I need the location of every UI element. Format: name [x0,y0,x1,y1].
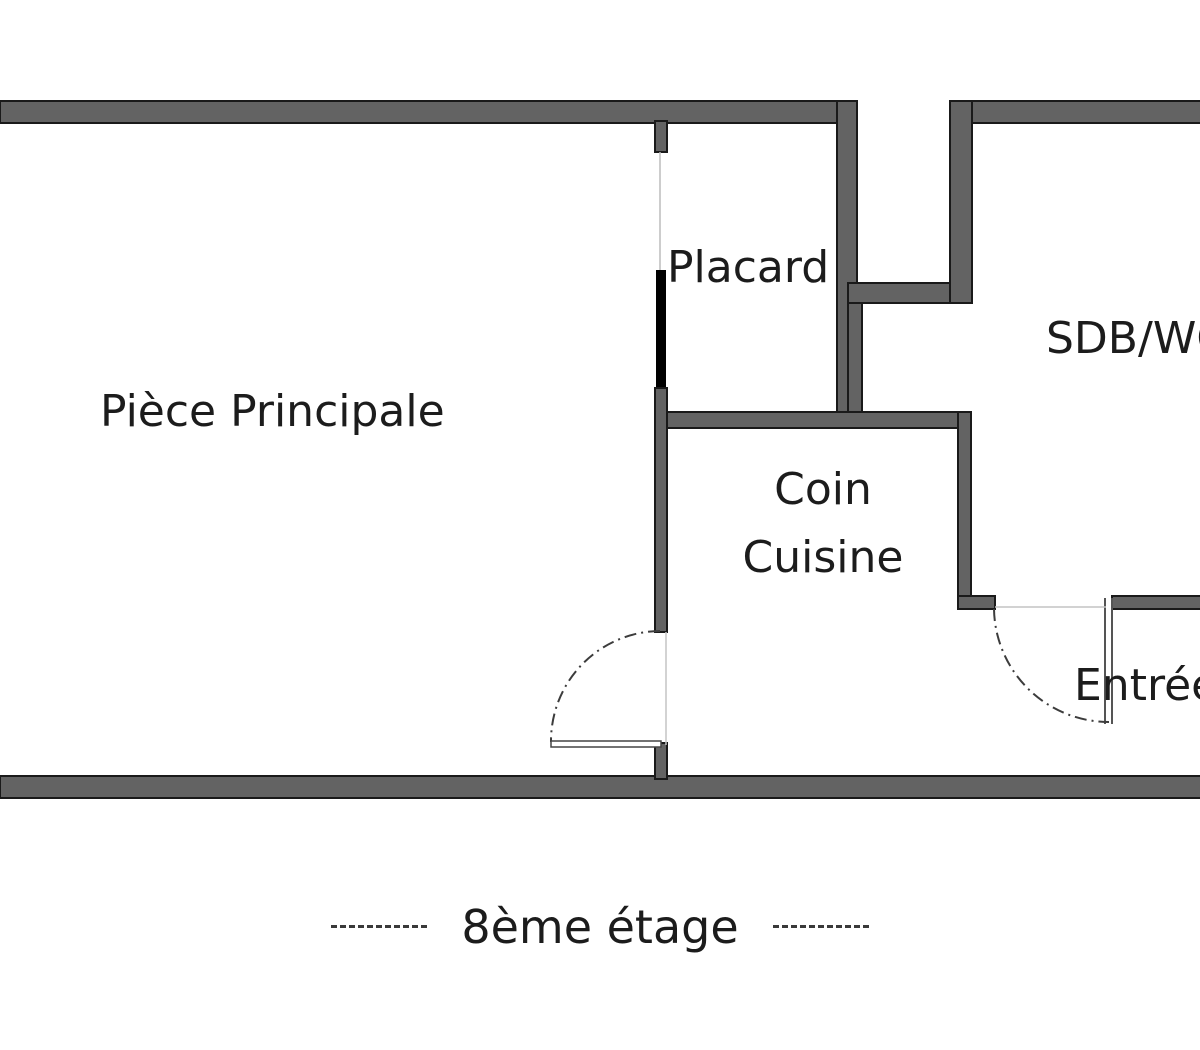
door-swing-arc-entree [993,608,1110,723]
floor-level-caption: 8ème étage [0,904,1200,950]
caption-dash-left [331,925,428,928]
wall-partition-middle [654,387,668,633]
room-label-cuisine: Cuisine [742,532,904,583]
wall-kitchen-stub [957,595,996,610]
wall-top-left [0,100,858,124]
wall-placard-bottom [654,411,972,429]
door-swing-arc-main [549,630,661,743]
door-leaf-main [550,740,662,748]
placard-door-panel [656,270,666,388]
wall-bottom [0,775,1200,799]
room-label-entree: Entrée [1074,660,1200,711]
room-label-coin-cuisine: Coin Cuisine [708,456,938,592]
room-label-sdb-wc: SDB/WC [1046,313,1200,364]
room-label-coin: Coin [774,464,872,515]
wall-kitchen-right [957,411,972,610]
wall-partition-bottom-stub [654,742,668,780]
wall-sdb-left [949,100,973,304]
room-label-placard: Placard [667,242,830,293]
wall-top-right [949,100,1200,124]
room-label-piece-principale: Pièce Principale [100,386,445,437]
wall-partition-top-stub [654,120,668,153]
floor-level-text: 8ème étage [461,900,739,954]
caption-dash-right [772,925,869,928]
wall-entree-top [1111,595,1200,610]
